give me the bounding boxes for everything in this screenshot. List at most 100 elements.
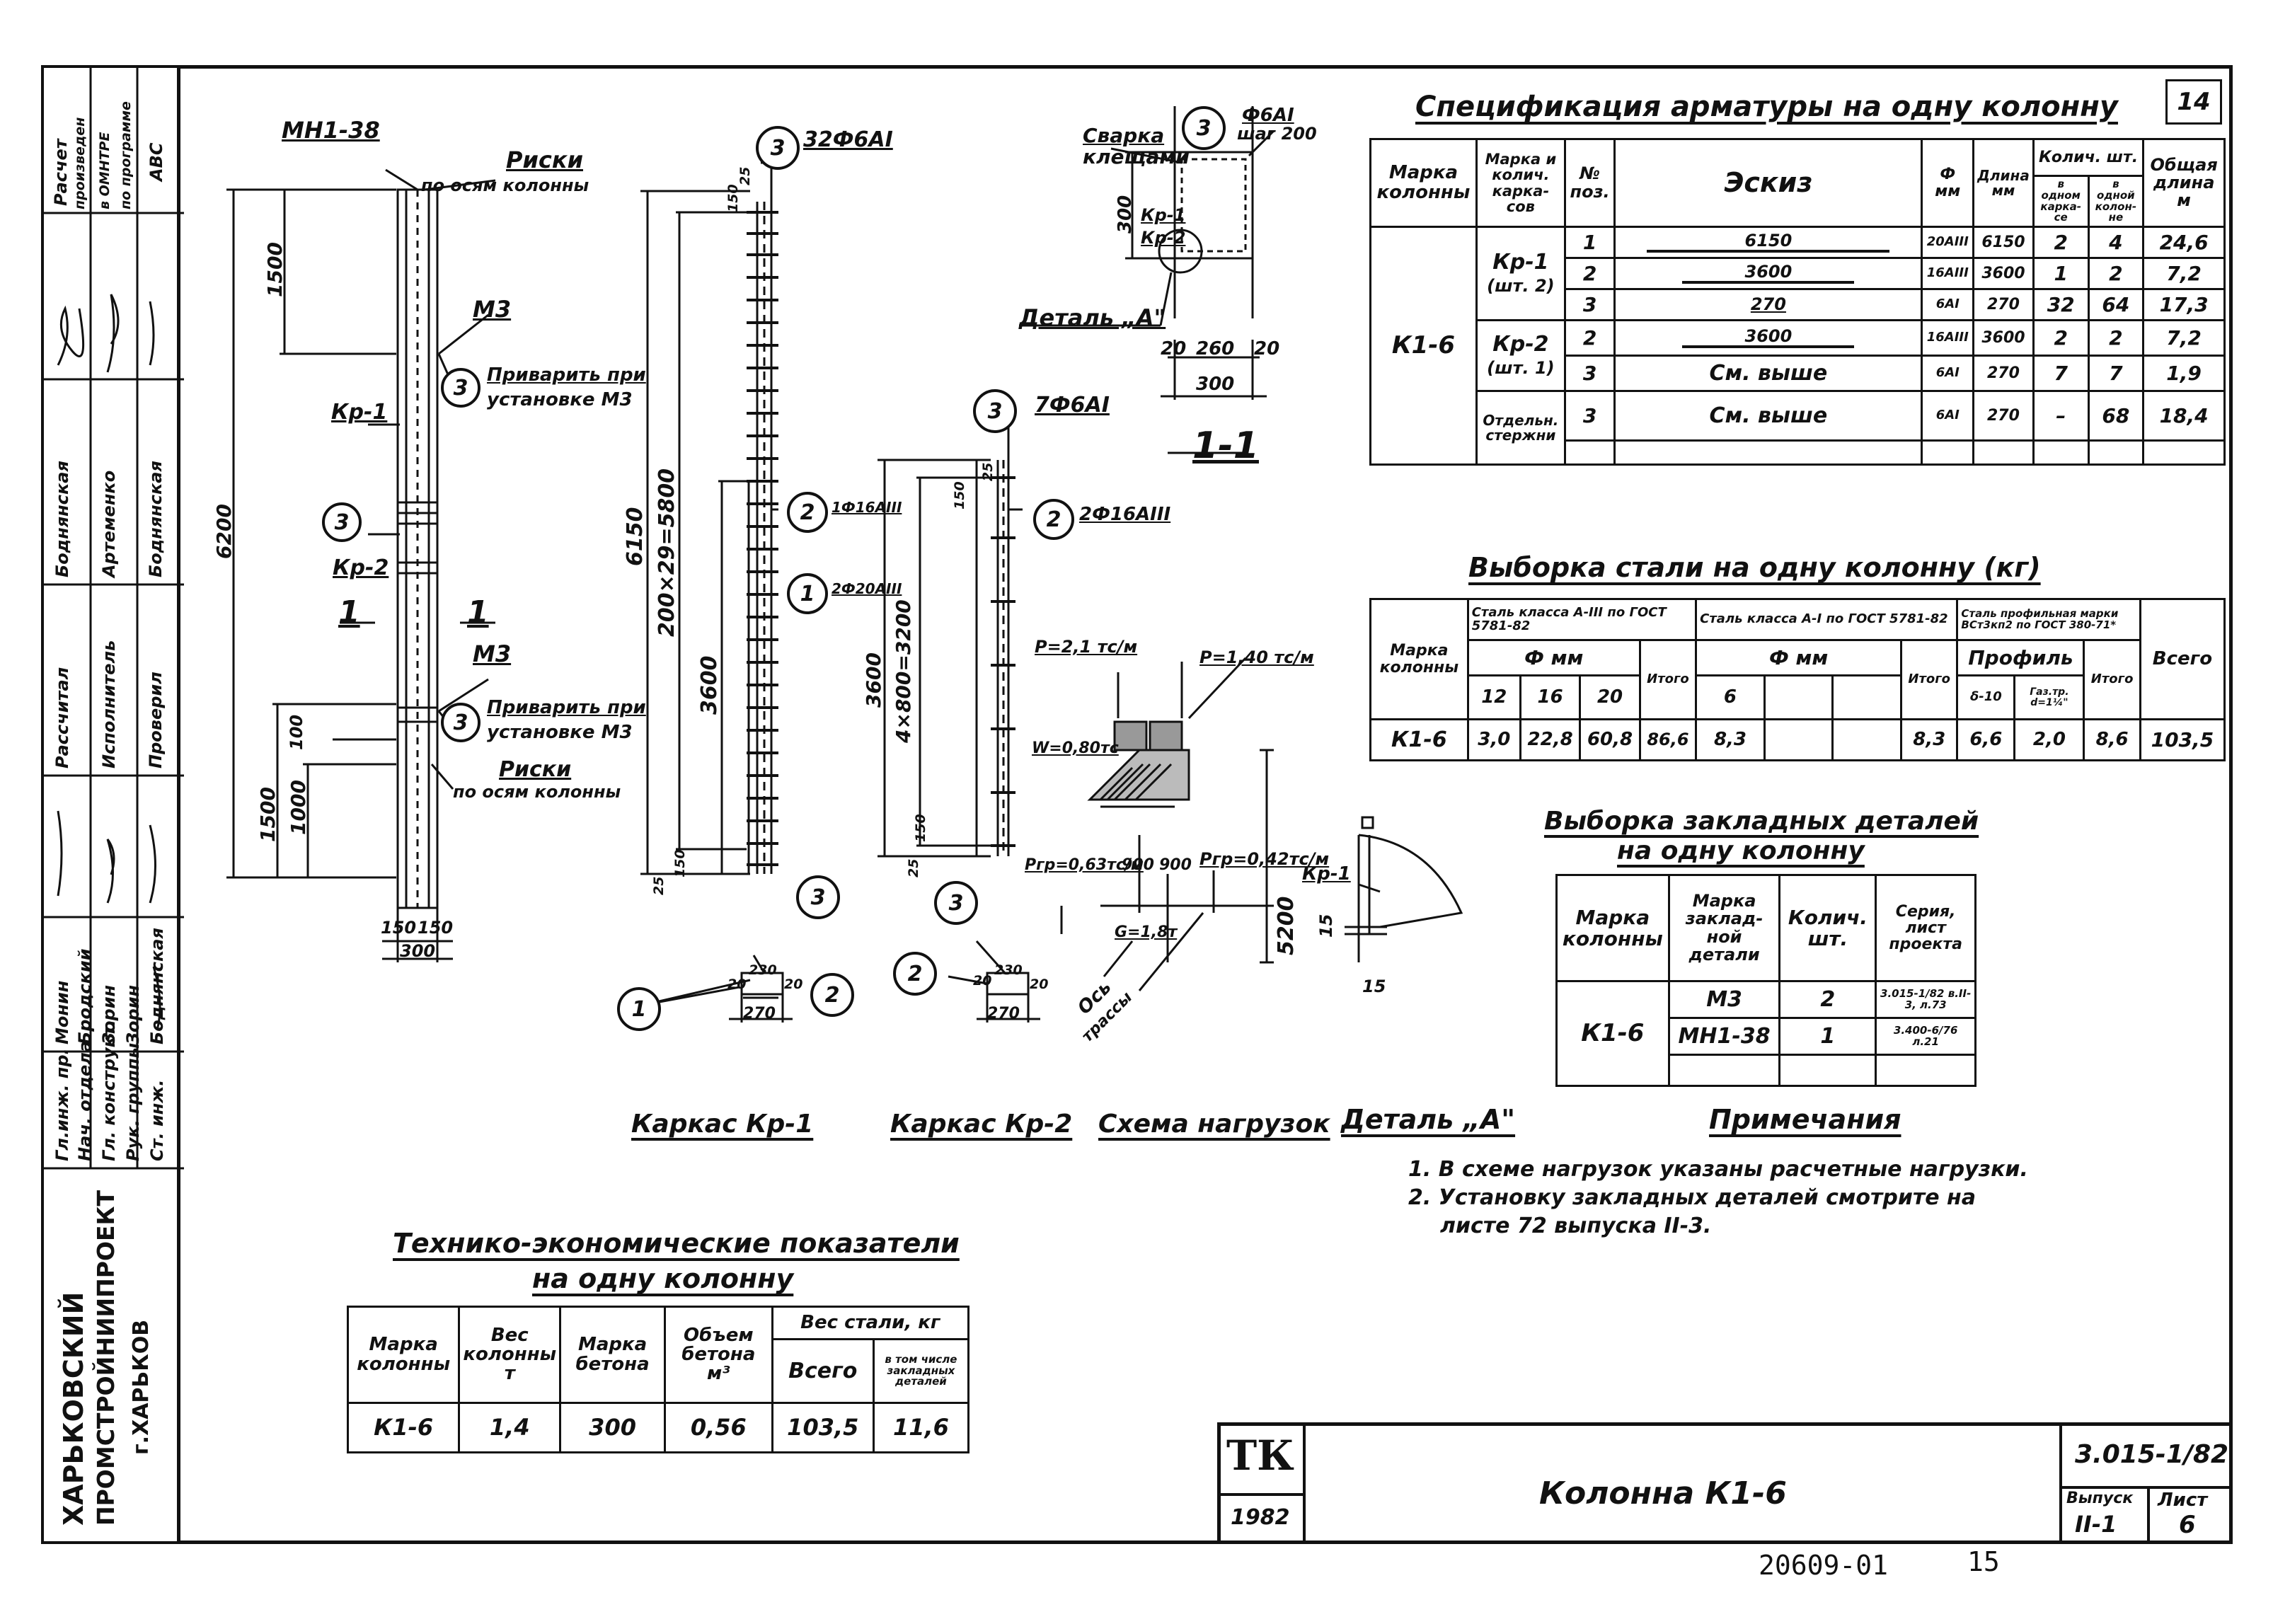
steel-table: Марка колонны Сталь класса А-III по ГОСТ… bbox=[1369, 598, 2226, 761]
spec-r5-pos: 3 bbox=[1563, 355, 1616, 392]
side-stamp: Расчет произведен в ОМНТРЕ по программе … bbox=[41, 65, 184, 1544]
steel-h-pipe: Газ.тр. d=1¼" bbox=[2013, 674, 2085, 720]
kr1-dim-150-top: 150 bbox=[725, 184, 741, 212]
kr1-sec-dim-230: 230 bbox=[749, 962, 777, 978]
pos-1-kr1-sec: 1 bbox=[617, 987, 661, 1031]
spec-r3-total: 17,3 bbox=[2142, 288, 2226, 321]
spec-r3-d: 6АI bbox=[1921, 288, 1975, 321]
tech-v-steel: 103,5 bbox=[771, 1402, 875, 1453]
emb-empty-1 bbox=[1667, 1054, 1781, 1087]
spec-r5-sketch: См. выше bbox=[1613, 355, 1923, 392]
tech-v-mark: К1-6 bbox=[346, 1402, 461, 1453]
spec-r1-total: 24,6 bbox=[2142, 226, 2226, 259]
steel-v-20: 60,8 bbox=[1579, 718, 1641, 761]
detA-dim-15a: 15 bbox=[1316, 914, 1336, 938]
spec-r5-n1: 7 bbox=[2032, 355, 2090, 392]
spec-empty-2 bbox=[1613, 439, 1923, 466]
title-sheet-label: Лист bbox=[2158, 1490, 2208, 1511]
emb-empty-2 bbox=[1778, 1054, 1877, 1087]
tech-h-mark: Марка колонны bbox=[346, 1306, 461, 1404]
kr2-bar2: 2Ф16АIII bbox=[1079, 504, 1171, 525]
spec-r5-d: 6АI bbox=[1921, 355, 1975, 392]
tech-h-concrete: Марка бетона bbox=[559, 1306, 666, 1404]
dim-300-col: 300 bbox=[400, 941, 436, 961]
spec-kr1-count: (шт. 2) bbox=[1487, 275, 1555, 296]
spec-r2-n2: 2 bbox=[2087, 257, 2145, 290]
pos-3-circle-a: 3 bbox=[441, 368, 481, 408]
emb-title-2: на одну колонну bbox=[1617, 836, 1865, 865]
drawing-frame bbox=[177, 65, 2233, 1544]
steel-h-mark: Марка колонны bbox=[1369, 598, 1469, 720]
dim-1500-top: 1500 bbox=[263, 242, 287, 297]
spec-r2-sketch: 3600 bbox=[1613, 257, 1923, 290]
emb-r1-ref: 3.015-1/82 в.II-3, л.73 bbox=[1875, 980, 1977, 1019]
emb-title-1: Выборка закладных деталей bbox=[1544, 807, 1979, 836]
spec-h-per-col: в одной колон-не bbox=[2087, 175, 2145, 228]
steel-v-pipe: 2,0 bbox=[2013, 718, 2085, 761]
spec-h-qty: Колич. шт. bbox=[2032, 138, 2145, 177]
steel-h-a3: Сталь класса А-III по ГОСТ 5781-82 bbox=[1466, 598, 1698, 641]
pos-3-circle-b: 3 bbox=[322, 502, 362, 542]
dim-150b: 150 bbox=[418, 918, 454, 938]
spec-r2-sketch-text: 3600 bbox=[1744, 261, 1793, 282]
emb-mark: К1-6 bbox=[1555, 980, 1670, 1087]
spec-empty-7 bbox=[2142, 439, 2226, 466]
tech-v-weight: 1,4 bbox=[458, 1402, 562, 1453]
spec-r4-total: 7,2 bbox=[2142, 319, 2226, 357]
tech-v-volume: 0,56 bbox=[663, 1402, 773, 1453]
tech-h-volume: Объем бетона м³ bbox=[663, 1306, 773, 1404]
side-stamp-grid bbox=[44, 68, 184, 1170]
spec-r3-sketch: 270 bbox=[1613, 288, 1923, 321]
kr1-caption: Каркас Кр-1 bbox=[631, 1110, 814, 1139]
spec-empty-3 bbox=[1921, 439, 1975, 466]
tech-h-total: Всего bbox=[771, 1338, 875, 1404]
kr2-sec-dim-20b: 20 bbox=[1030, 977, 1049, 992]
steel-title: Выборка стали на одну колонну (кг) bbox=[1468, 552, 2041, 583]
kr1-dim-3600: 3600 bbox=[697, 655, 722, 715]
sec11-title: 1-1 bbox=[1192, 425, 1259, 467]
sheet-number: 14 bbox=[2165, 79, 2222, 125]
spec-r1-d: 20АIII bbox=[1921, 226, 1975, 259]
mark-mn1-38: МН1-38 bbox=[282, 117, 380, 144]
pos-3-kr2: 3 bbox=[973, 389, 1017, 433]
pos-2-kr2-sec: 2 bbox=[893, 952, 937, 996]
steel-h-itogo2: Итого bbox=[1900, 639, 1959, 720]
spec-h-mark: Марка колонны bbox=[1369, 138, 1478, 228]
pos-2-kr1: 2 bbox=[787, 492, 828, 533]
title-block: ТК 1982 Колонна К1-6 3.015-1/82 Выпуск I… bbox=[1217, 1422, 2233, 1544]
spec-r6-total: 18,4 bbox=[2142, 390, 2226, 442]
kr2-caption: Каркас Кр-2 bbox=[890, 1110, 1073, 1139]
kr2-dim-3600: 3600 bbox=[862, 652, 885, 708]
steel-v-6: 8,3 bbox=[1695, 718, 1766, 761]
sec11-kp1: Кр-1 bbox=[1141, 205, 1186, 225]
sec11-dim-20b: 20 bbox=[1254, 338, 1280, 359]
steel-v-a3-total: 86,6 bbox=[1638, 718, 1698, 761]
sec11-bar: Ф6АI bbox=[1242, 105, 1294, 126]
detA-dim-15b: 15 bbox=[1362, 977, 1386, 996]
title-logo: ТК bbox=[1226, 1432, 1294, 1480]
note-3: листе 72 выпуска II-3. bbox=[1440, 1214, 1712, 1238]
riski-bot-sub: по осям колонны bbox=[453, 782, 621, 802]
sec11-dim-300h: 300 bbox=[1196, 374, 1235, 395]
steel-h-itogo1: Итого bbox=[1638, 639, 1698, 720]
spec-col-mark: К1-6 bbox=[1369, 226, 1478, 466]
detA-kp1: Кр-1 bbox=[1302, 863, 1351, 885]
spec-r3-pos: 3 bbox=[1563, 288, 1616, 321]
tech-table: Марка колонны Вес колонны т Марка бетона… bbox=[346, 1306, 970, 1453]
pos-3-kr2-sec: 3 bbox=[934, 881, 978, 925]
title-issue: II-1 bbox=[2075, 1511, 2117, 1538]
steel-v-a1-total: 8,3 bbox=[1900, 718, 1959, 761]
steel-row-mark: К1-6 bbox=[1369, 718, 1469, 761]
kr1-dim-6150: 6150 bbox=[623, 507, 648, 567]
steel-h-d10: δ-10 bbox=[1956, 674, 2016, 720]
steel-v-empty1 bbox=[1763, 718, 1834, 761]
spec-r4-pos: 2 bbox=[1563, 319, 1616, 357]
spec-r4-n1: 2 bbox=[2032, 319, 2090, 357]
load-w: W=0,80тс bbox=[1032, 739, 1119, 757]
embedded-table: Марка колонны Марка заклад-ной детали Ко… bbox=[1555, 874, 1977, 1087]
spec-r2-len: 3600 bbox=[1972, 257, 2035, 290]
sec11-dim-260: 260 bbox=[1196, 338, 1235, 359]
emb-r2-part: МН1-38 bbox=[1667, 1017, 1781, 1056]
riski-bot: Риски bbox=[499, 757, 572, 782]
spec-r1-len: 6150 bbox=[1972, 226, 2035, 259]
